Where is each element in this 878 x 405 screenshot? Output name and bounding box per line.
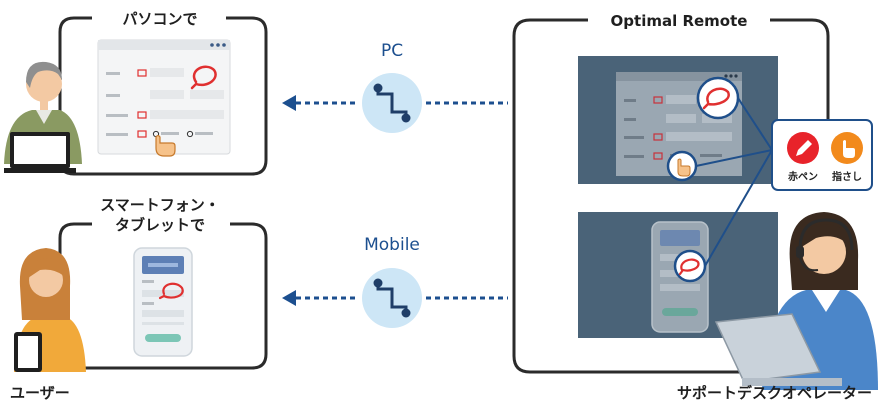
pointing-hand-icon	[155, 134, 176, 157]
arrow-left-icon	[282, 95, 296, 111]
headset-icon	[796, 218, 854, 272]
mobile-box: スマートフォン・ タブレットで	[58, 196, 268, 370]
arrow-left-icon	[282, 290, 296, 306]
mobile-annotation-zoom	[673, 249, 707, 283]
operator-laptop-icon	[714, 313, 842, 386]
pc-annotation-zoom	[696, 76, 740, 120]
pc-form-screen	[97, 39, 231, 155]
mobile-user-illustration	[14, 248, 86, 372]
pc-link: PC	[282, 41, 508, 133]
pc-link-label: PC	[381, 41, 403, 61]
network-route-icon	[373, 278, 411, 318]
operator-illustration	[714, 212, 878, 390]
mobile-link: Mobile	[282, 235, 508, 328]
pc-user-illustration	[4, 61, 82, 173]
mobile-link-label: Mobile	[364, 235, 420, 255]
red-pen-tool[interactable]: 赤ペン	[787, 132, 819, 183]
tool-connector-lines	[695, 97, 773, 267]
annotation-tool-panel: 赤ペン 指さし	[771, 119, 873, 191]
pointer-label: 指さし	[832, 170, 862, 183]
network-route-icon	[373, 83, 411, 123]
pointer-tool[interactable]: 指さし	[831, 132, 863, 183]
mobile-box-title-line2: タブレットで	[115, 216, 205, 234]
pointer-annotation-zoom	[666, 150, 698, 182]
operator-label: サポートデスクオペレーター	[677, 384, 872, 402]
pc-red-annotation	[190, 65, 217, 90]
pc-box: パソコンで	[58, 9, 268, 176]
mobile-red-annotation	[158, 282, 184, 300]
pc-box-title: パソコンで	[122, 10, 197, 28]
mobile-box-title-line1: スマートフォン・	[100, 196, 220, 214]
optimal-remote-title: Optimal Remote	[611, 12, 748, 30]
red-pen-label: 赤ペン	[788, 170, 818, 183]
user-label: ユーザー	[10, 384, 70, 402]
mobile-phone-screen	[133, 247, 193, 357]
optimal-remote-box: Optimal Remote	[512, 11, 873, 374]
